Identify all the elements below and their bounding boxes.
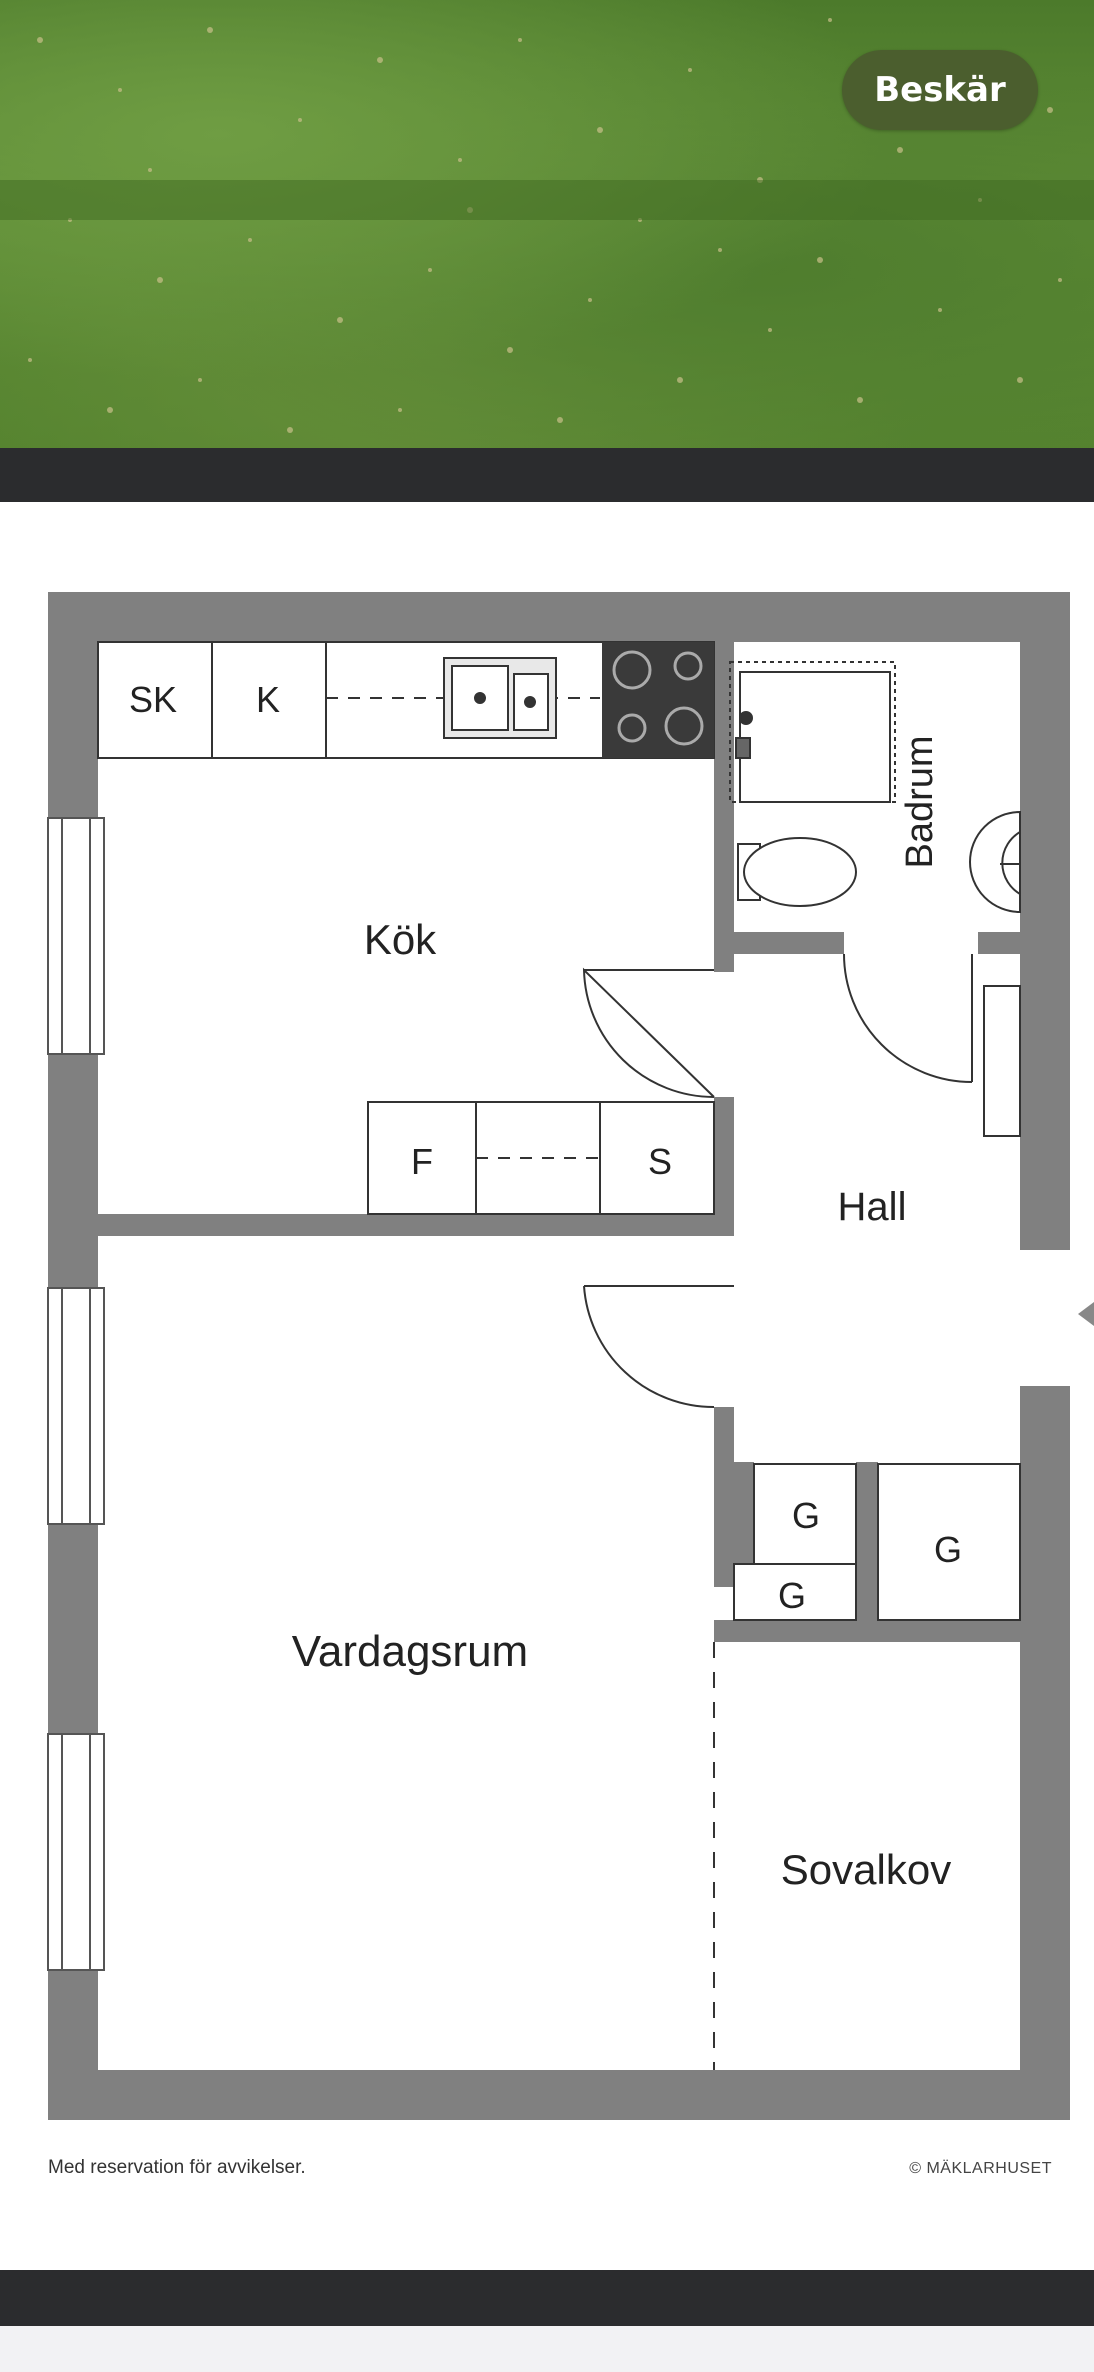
fixture-label-g2: G <box>934 1529 962 1570</box>
room-label-hall: Hall <box>838 1185 907 1229</box>
window <box>47 817 105 1055</box>
fridge-freezer <box>367 1101 715 1215</box>
interior-floor <box>98 642 1020 2070</box>
wardrobe <box>877 1463 1021 1621</box>
door-bathroom <box>843 953 973 1083</box>
interior-wall <box>714 1097 734 1237</box>
fixture-label-k: K <box>256 679 280 720</box>
floorplan: SK K F S <box>47 592 1094 2120</box>
interior-wall <box>714 1620 1020 1642</box>
copyright: © MÄKLARHUSET <box>909 2160 1052 2177</box>
entrance-opening <box>1018 1250 1072 1386</box>
wardrobe <box>753 1463 857 1565</box>
stove <box>602 642 714 758</box>
crop-button[interactable]: Beskär <box>842 50 1038 130</box>
interior-wall <box>856 1462 878 1642</box>
hall-closet <box>983 985 1021 1137</box>
sink <box>443 657 557 739</box>
room-label-bedroom-alcove: Sovalkov <box>781 1846 951 1893</box>
disclaimer: Med reservation för avvikelser. <box>48 2157 306 2178</box>
door-kitchen <box>582 967 734 1098</box>
shower <box>729 661 896 803</box>
interior-wall <box>978 932 1020 954</box>
wardrobe-lower <box>733 1563 857 1621</box>
interior-wall <box>714 1407 734 1587</box>
entrance-arrow-icon <box>1078 1302 1094 1326</box>
room-label-bathroom: Badrum <box>899 735 941 868</box>
room-label-kitchen: Kök <box>364 916 437 963</box>
photo-divider <box>0 448 1094 502</box>
fixture-label-sk: SK <box>129 679 177 720</box>
window <box>47 1733 105 1971</box>
door-living-room <box>583 1236 734 1409</box>
fixture-label-g3: G <box>778 1575 806 1616</box>
fixture-label-s: S <box>648 1141 672 1182</box>
toilet <box>737 837 857 907</box>
grass-texture <box>0 18 1094 433</box>
interior-wall <box>714 932 844 954</box>
property-photo: Beskär <box>0 0 1094 448</box>
window <box>47 1287 105 1525</box>
floorplan-panel: SK K F S <box>0 502 1094 2270</box>
bathroom-sink <box>969 810 1021 914</box>
bottom-divider <box>0 2270 1094 2326</box>
interior-wall <box>98 1214 716 1236</box>
fixture-label-g1: G <box>792 1495 820 1536</box>
bottom-toolbar <box>0 2326 1094 2372</box>
room-label-living-room: Vardagsrum <box>292 1627 528 1676</box>
fixture-label-f: F <box>411 1141 433 1182</box>
